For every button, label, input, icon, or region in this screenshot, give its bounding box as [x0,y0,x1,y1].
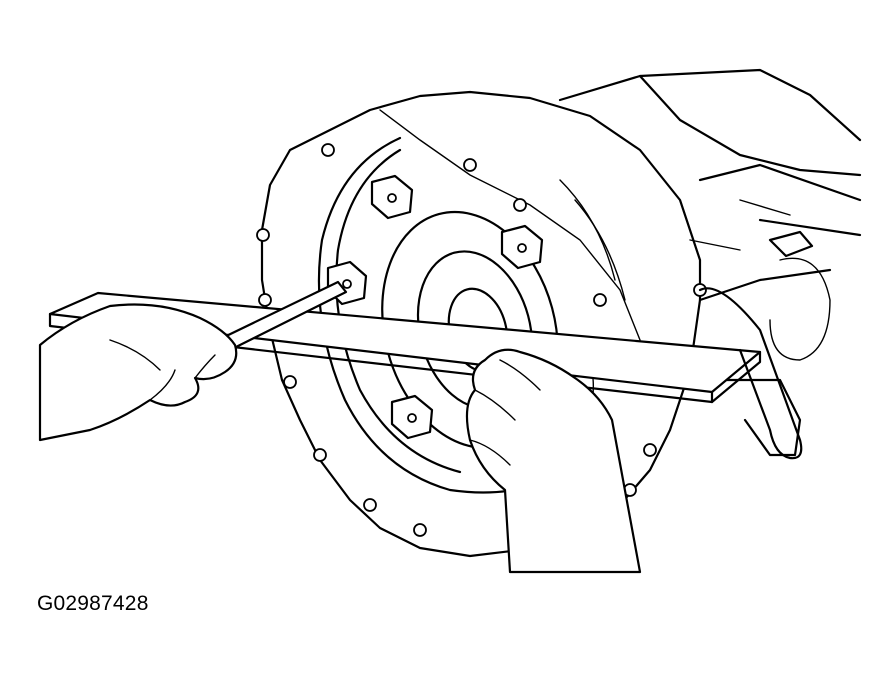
figure-code: G02987428 [37,592,149,615]
dipstick-tube [698,287,803,460]
right-hand [465,348,642,574]
transmission-case [558,68,862,457]
left-hand [38,303,238,442]
